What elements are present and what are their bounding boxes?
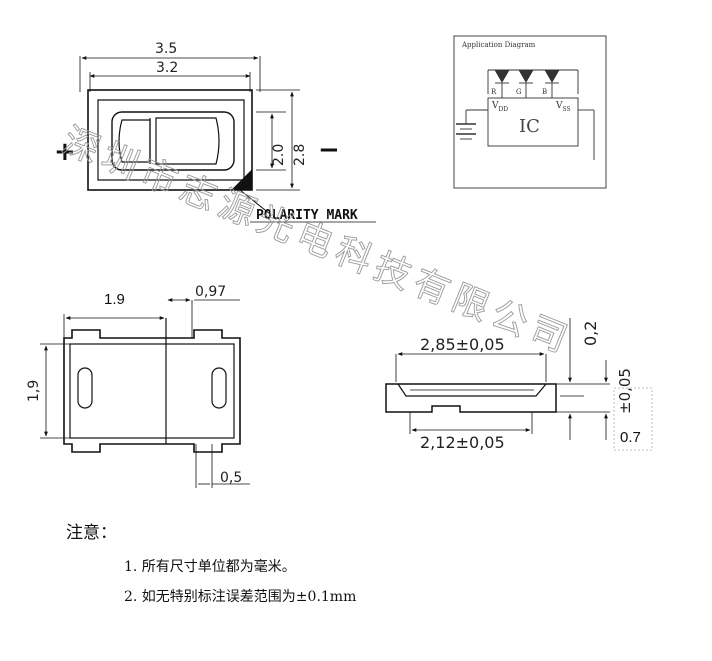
dim-bottom-width: 1.9 xyxy=(104,291,125,308)
dim-inner-height: 2.0 xyxy=(271,144,287,166)
polarity-corner-mark xyxy=(230,168,253,191)
dim-bottom-height: 1,9 xyxy=(26,380,42,402)
led-r-label: R xyxy=(491,88,497,96)
dim-side-body: ±0,05 xyxy=(616,368,634,414)
side-view-body xyxy=(385,383,557,413)
dim-total-box xyxy=(613,387,653,451)
pad-right xyxy=(211,367,227,409)
dim-side-cap: 0,2 xyxy=(581,321,600,346)
vdd-label: VDD xyxy=(491,101,508,113)
notes-item-1: 1. 所有尺寸单位都为毫米。 xyxy=(124,559,296,575)
minus-sign: − xyxy=(318,135,340,165)
dim-inner-width: 3.2 xyxy=(156,60,178,76)
bottom-view-body xyxy=(63,329,241,453)
dim-side-bottom: 2,12±0,05 xyxy=(420,433,505,452)
led-g-icon xyxy=(518,69,534,98)
led-b-label: B xyxy=(542,88,547,96)
led-r-icon xyxy=(494,69,510,98)
notes-item-2: 2. 如无特别标注误差范围为±0.1mm xyxy=(124,589,357,605)
plus-sign: + xyxy=(54,137,76,167)
dim-bottom-gap: 0,5 xyxy=(220,470,242,486)
top-view-lens xyxy=(111,111,235,171)
notes-title: 注意： xyxy=(66,523,117,543)
bottom-view xyxy=(40,298,250,488)
led-b-icon xyxy=(544,69,560,98)
battery-icon xyxy=(456,123,476,140)
top-view xyxy=(79,56,300,215)
dim-bottom-tab: 0,97 xyxy=(195,284,226,300)
dim-outer-width: 3.5 xyxy=(155,41,177,57)
dim-side-total: 0.7 xyxy=(620,429,641,446)
app-diagram-title: Application Diagram xyxy=(461,41,536,49)
dim-side-top: 2,85±0,05 xyxy=(420,335,505,354)
ic-box xyxy=(487,97,579,147)
dim-outer-height: 2.8 xyxy=(292,144,308,166)
top-view-outer-body xyxy=(87,89,253,191)
app-diagram-frame xyxy=(453,35,607,189)
pad-left xyxy=(77,367,93,409)
ic-label: IC xyxy=(519,116,540,137)
polarity-mark-label: POLARITY MARK xyxy=(256,208,358,223)
application-diagram xyxy=(453,35,607,189)
vss-label: VSS xyxy=(555,101,571,113)
led-g-label: G xyxy=(516,88,522,96)
side-view xyxy=(385,318,653,451)
